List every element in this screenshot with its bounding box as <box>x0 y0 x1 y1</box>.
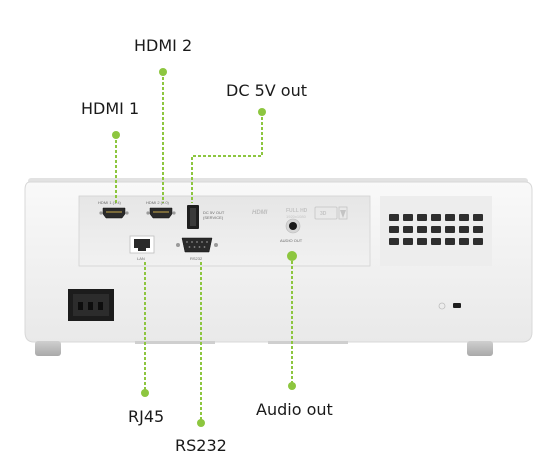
dc5v-label: DC 5V out <box>226 81 307 100</box>
hdmi1-port <box>99 207 129 219</box>
usb-port-label: DC 5V OUT (SERVICE) <box>203 210 225 220</box>
ready-3d-logo: 3D <box>320 211 327 217</box>
power-led-icon <box>438 302 446 310</box>
bottom-pad-right <box>268 341 348 344</box>
right-foot <box>467 341 493 356</box>
callout-lines <box>115 72 293 423</box>
rj45-port <box>129 235 155 254</box>
audio-out-jack <box>285 218 301 234</box>
hdmi1-port-label: HDMI 1 (1.4) <box>98 200 121 205</box>
hdmi2-dot <box>159 68 167 76</box>
rs232-port-label: RS232 <box>190 256 203 261</box>
full-hd-logo: FULL HD <box>286 208 308 214</box>
hdmi2-port <box>146 207 176 219</box>
hdmi2-label: HDMI 2 <box>134 36 193 55</box>
rj45-dot <box>141 389 149 397</box>
compliance-mark-icon <box>314 206 348 220</box>
kensington-lock-icon <box>453 303 461 308</box>
power-socket-icon <box>68 289 114 321</box>
audio-jack-dot <box>287 251 297 261</box>
rs232-dot <box>197 419 205 427</box>
callout-dots <box>112 68 297 427</box>
dc5v-dot <box>258 108 266 116</box>
rs232-label: RS232 <box>175 436 227 455</box>
dc5v-callout-line <box>191 112 263 203</box>
rj45-label: RJ45 <box>128 407 165 426</box>
hdmi1-label: HDMI 1 <box>81 99 140 118</box>
io-panel <box>78 195 371 267</box>
audio-port-label: AUDIO OUT <box>280 238 303 243</box>
audio-out-label: Audio out <box>256 400 333 419</box>
full-hd-sub-logo: 1920x1080 <box>286 214 306 219</box>
rs232-port <box>176 237 218 253</box>
left-foot <box>35 341 61 356</box>
hdmi-logo: HDMI <box>252 210 268 216</box>
bottom-pad-left <box>135 341 215 344</box>
hdmi2-port-label: HDMI 2 (2.0) <box>146 200 169 205</box>
usb-dc5v-port <box>187 205 199 229</box>
hdmi1-dot <box>112 131 120 139</box>
cooling-vent <box>389 214 483 245</box>
audio-dot <box>288 382 296 390</box>
lan-port-label: LAN <box>137 256 145 261</box>
